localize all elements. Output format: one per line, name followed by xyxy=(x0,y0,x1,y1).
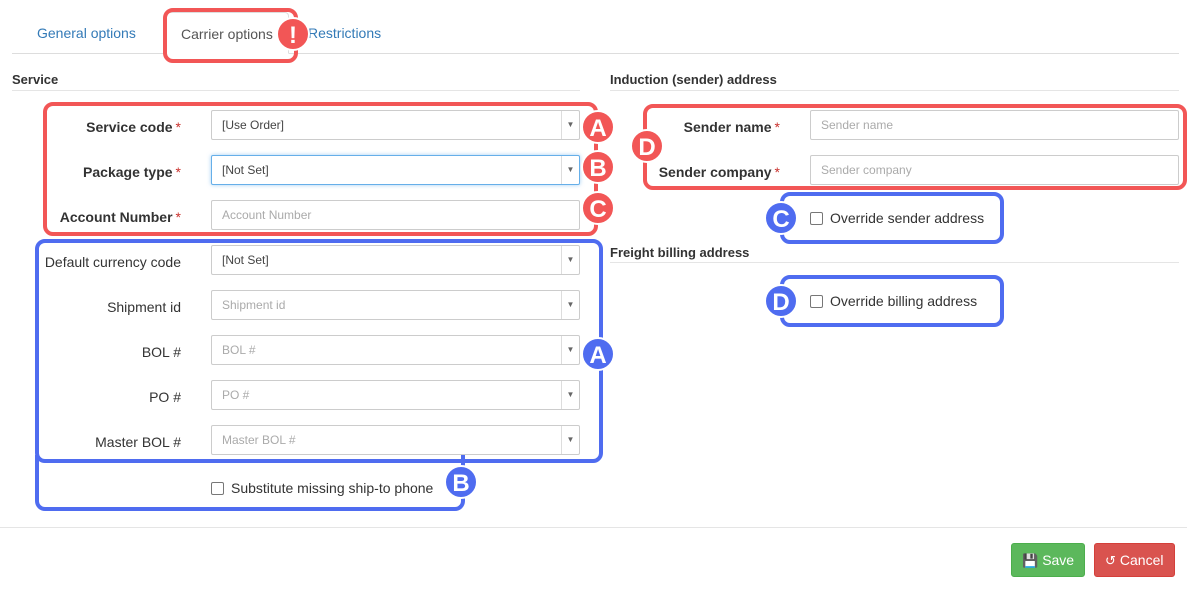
annotation-blue-billing-override-box xyxy=(780,275,1004,327)
override-billing-checkbox[interactable]: Override billing address xyxy=(810,293,977,309)
caret-down-icon: ▼ xyxy=(561,111,579,139)
account-number-label: Account Number* xyxy=(59,209,181,225)
shipment-id-combo[interactable]: Shipment id▼ xyxy=(211,290,580,320)
shipment-id-label: Shipment id xyxy=(107,299,181,315)
annotation-blue-optional-box xyxy=(35,239,603,463)
tab-restrictions[interactable]: Restrictions xyxy=(308,25,382,41)
caret-down-icon: ▼ xyxy=(561,156,579,184)
service-code-select[interactable]: [Use Order]▼ xyxy=(211,110,580,140)
annotation-blue-d: D xyxy=(764,284,798,318)
annotation-red-d: D xyxy=(630,129,664,163)
freight-section-rule xyxy=(610,262,1179,263)
floppy-disk-icon: 💾 xyxy=(1022,553,1039,568)
master-bol-combo[interactable]: Master BOL #▼ xyxy=(211,425,580,455)
currency-select[interactable]: [Not Set]▼ xyxy=(211,245,580,275)
substitute-phone-label: Substitute missing ship-to phone xyxy=(231,480,434,496)
sender-name-label: Sender name* xyxy=(683,119,780,135)
currency-label: Default currency code xyxy=(44,254,181,270)
tabs-divider xyxy=(12,53,1179,54)
caret-down-icon: ▼ xyxy=(561,426,579,454)
annotation-red-c: C xyxy=(581,191,615,225)
induction-section-title: Induction (sender) address xyxy=(610,72,777,87)
master-bol-label: Master BOL # xyxy=(95,434,181,450)
account-number-input[interactable]: Account Number xyxy=(211,200,580,230)
sender-company-label: Sender company* xyxy=(658,164,780,180)
override-sender-checkbox[interactable]: Override sender address xyxy=(810,210,984,226)
po-label: PO # xyxy=(149,389,181,405)
caret-down-icon: ▼ xyxy=(561,381,579,409)
bol-label: BOL # xyxy=(141,344,181,360)
tab-carrier-options[interactable]: Carrier options xyxy=(165,12,289,54)
package-type-label: Package type* xyxy=(83,164,181,180)
bol-combo[interactable]: BOL #▼ xyxy=(211,335,580,365)
service-code-label: Service code* xyxy=(86,119,181,135)
cancel-button[interactable]: ↺Cancel xyxy=(1094,543,1175,577)
freight-section-title: Freight billing address xyxy=(610,245,750,260)
annotation-blue-phone-box xyxy=(35,455,465,511)
annotation-tab-marker: ! xyxy=(276,17,310,51)
override-sender-label: Override sender address xyxy=(830,210,985,226)
package-type-select[interactable]: [Not Set]▼ xyxy=(211,155,580,185)
override-billing-label: Override billing address xyxy=(830,293,978,309)
save-button[interactable]: 💾Save xyxy=(1011,543,1086,577)
annotation-red-service-box xyxy=(43,102,598,236)
sender-name-input[interactable]: Sender name xyxy=(810,110,1179,140)
annotation-red-sender-box xyxy=(643,104,1187,190)
induction-section-rule xyxy=(610,90,1179,91)
service-section-rule xyxy=(12,90,580,91)
caret-down-icon: ▼ xyxy=(561,291,579,319)
annotation-red-b: B xyxy=(581,150,615,184)
checkbox-box[interactable] xyxy=(810,211,823,225)
checkbox-box[interactable] xyxy=(211,481,224,495)
annotation-red-a: A xyxy=(581,110,615,144)
po-combo[interactable]: PO #▼ xyxy=(211,380,580,410)
caret-down-icon: ▼ xyxy=(561,246,579,274)
tab-general-options[interactable]: General options xyxy=(37,25,136,41)
undo-icon: ↺ xyxy=(1105,553,1116,568)
annotation-blue-c: C xyxy=(764,201,798,235)
annotation-blue-a: A xyxy=(581,337,615,371)
caret-down-icon: ▼ xyxy=(561,336,579,364)
sender-company-input[interactable]: Sender company xyxy=(810,155,1179,185)
checkbox-box[interactable] xyxy=(810,294,823,308)
annotation-blue-sender-override-box xyxy=(780,192,1004,244)
annotation-blue-b: B xyxy=(444,465,478,499)
service-section-title: Service xyxy=(12,72,59,87)
footer-divider xyxy=(0,527,1187,528)
substitute-phone-checkbox[interactable]: Substitute missing ship-to phone xyxy=(211,480,433,496)
